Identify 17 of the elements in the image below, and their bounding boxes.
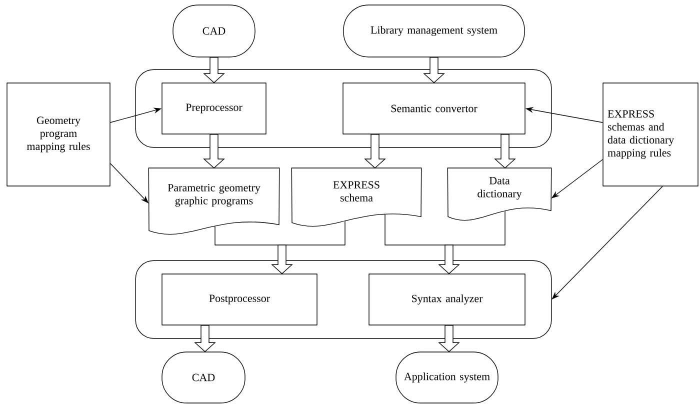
process-box: Postprocessor [162,274,318,326]
process-box: Preprocessor [162,82,266,134]
block-arrow [203,134,225,168]
process-box: Geometry program mapping rules [6,82,110,186]
block-arrow [438,325,460,352]
block-arrow [214,220,346,274]
process-box: Syntax analyzer [368,274,526,326]
process-box: Semantic convertor [342,82,526,134]
block-arrow [203,57,225,84]
block-arrow [364,134,386,168]
group-frame [135,260,552,339]
block-arrow [194,325,216,352]
group-frame [135,69,552,148]
block-arrow [384,210,506,274]
process-box: EXPRESS schemas and data dictionary mapping rules [602,82,698,186]
block-arrow [423,57,445,84]
block-arrow [494,134,516,168]
